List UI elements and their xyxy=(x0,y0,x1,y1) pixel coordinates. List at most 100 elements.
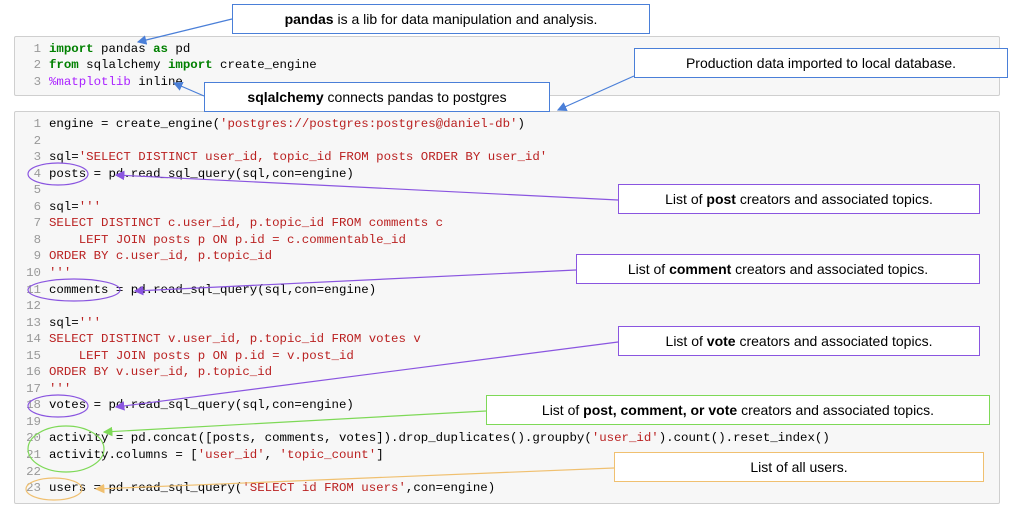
arrow-sqlalchemy xyxy=(172,81,205,97)
line-number: 2 xyxy=(33,133,41,148)
code-token: ORDER BY v.user_id, p.topic_id xyxy=(49,365,273,380)
code-token: SELECT DISTINCT v.user_id, p.topic_id FR… xyxy=(49,332,421,347)
code-token: SELECT DISTINCT c.user_id, p.topic_id FR… xyxy=(49,216,444,231)
code-token: ''' xyxy=(49,265,72,280)
circle-votes xyxy=(27,394,89,418)
annotation-activity: List of post, comment, or vote creators … xyxy=(486,395,990,425)
code-line[interactable]: 3 %matplotlib inline xyxy=(15,75,183,90)
code-line[interactable]: 10 ''' xyxy=(15,266,71,281)
code-line[interactable]: 21 activity.columns = ['user_id', 'topic_… xyxy=(15,448,384,463)
code-text: SELECT DISTINCT c.user_id, p.topic_id FR… xyxy=(49,216,443,231)
circle-activity xyxy=(27,425,105,473)
code-token: import xyxy=(167,58,213,73)
line-number: 3 xyxy=(33,150,41,165)
line-number: 23 xyxy=(26,481,41,496)
line-number: 5 xyxy=(33,183,41,198)
code-token: %matplotlib xyxy=(49,74,131,89)
code-token: create_engine xyxy=(212,58,317,73)
code-token: ] xyxy=(376,448,384,462)
arrow-pandas xyxy=(136,18,233,45)
code-token: pd xyxy=(168,42,191,56)
code-line[interactable]: 12 xyxy=(15,299,49,314)
code-token: 'topic_count' xyxy=(279,448,377,462)
code-token: import xyxy=(49,42,94,56)
code-text: %matplotlib inline xyxy=(49,75,183,90)
code-text: sql=''' xyxy=(49,316,101,331)
code-text: sql=''' xyxy=(49,200,101,215)
arrow-posts xyxy=(114,170,619,201)
code-line[interactable]: 13 sql=''' xyxy=(15,316,101,331)
code-token: engine = create_engine( xyxy=(49,117,221,131)
code-token: as xyxy=(153,42,168,56)
code-line[interactable]: 3 sql='SELECT DISTINCT user_id, topic_id … xyxy=(15,150,548,165)
code-token: , xyxy=(264,448,280,462)
code-token: sql= xyxy=(49,150,79,165)
circle-comments xyxy=(27,278,121,302)
code-token: 'SELECT DISTINCT user_id, topic_id FROM … xyxy=(78,150,548,165)
code-token: ''' xyxy=(78,199,102,214)
line-number: 10 xyxy=(26,265,41,280)
code-line[interactable]: 16 ORDER BY v.user_id, p.topic_id xyxy=(15,365,272,380)
annotation-posts: List of post creators and associated top… xyxy=(618,184,980,214)
code-token: ''' xyxy=(49,381,72,396)
code-text: votes = pd.read_sql_query(sql,con=engine… xyxy=(49,398,354,413)
code-token: LEFT JOIN posts p ON p.id = v.post_id xyxy=(49,348,354,363)
line-number: 3 xyxy=(33,74,41,89)
code-token: sql= xyxy=(49,315,79,330)
line-number: 22 xyxy=(26,464,41,479)
code-token: 'user_id' xyxy=(591,431,659,446)
line-number: 12 xyxy=(26,299,41,314)
arrow-production xyxy=(556,75,635,111)
code-line[interactable]: 17 ''' xyxy=(15,382,71,397)
line-number: 16 xyxy=(26,365,41,380)
code-text: ORDER BY v.user_id, p.topic_id xyxy=(49,365,272,380)
code-token: from xyxy=(49,58,79,73)
code-text: LEFT JOIN posts p ON p.id = c.commentabl… xyxy=(49,233,406,248)
code-token: ,con=engine) xyxy=(405,481,496,496)
code-line[interactable]: 19 xyxy=(15,415,49,430)
code-token: sqlalchemy xyxy=(78,58,168,73)
code-line[interactable]: 1 import pandas as pd xyxy=(15,42,191,57)
line-number: 17 xyxy=(26,381,41,396)
code-text: activity.columns = ['user_id', 'topic_co… xyxy=(49,448,384,463)
code-text: import pandas as pd xyxy=(49,42,190,57)
code-line[interactable]: 15 LEFT JOIN posts p ON p.id = v.post_id xyxy=(15,349,354,364)
code-text: engine = create_engine('postgres://postg… xyxy=(49,117,525,132)
annotation-sqlalchemy: sqlalchemy connects pandas to postgres xyxy=(204,82,550,112)
code-text: comments = pd.read_sql_query(sql,con=eng… xyxy=(49,283,376,298)
code-text: LEFT JOIN posts p ON p.id = v.post_id xyxy=(49,349,354,364)
line-number: 21 xyxy=(26,448,41,462)
line-number: 1 xyxy=(33,42,41,56)
code-token: sql= xyxy=(49,199,79,214)
code-line[interactable]: 22 xyxy=(15,465,49,480)
line-number: 6 xyxy=(33,199,41,214)
code-token: activity = pd.concat([posts, comments, v… xyxy=(49,431,592,446)
annotation-users: List of all users. xyxy=(614,452,984,482)
annotation-pandas: pandas is a lib for data manipulation an… xyxy=(232,4,650,34)
code-text: from sqlalchemy import create_engine xyxy=(49,58,317,73)
arrow-activity xyxy=(102,410,487,437)
line-number: 13 xyxy=(26,315,41,330)
code-line[interactable]: 8 LEFT JOIN posts p ON p.id = c.commenta… xyxy=(15,233,406,248)
annotation-votes: List of vote creators and associated top… xyxy=(618,326,980,356)
code-line[interactable]: 5 xyxy=(15,183,49,198)
code-text: ''' xyxy=(49,382,71,397)
line-number: 8 xyxy=(33,232,41,247)
code-line[interactable]: 6 sql=''' xyxy=(15,199,102,215)
arrow-users xyxy=(94,467,615,494)
code-text: sql='SELECT DISTINCT user_id, topic_id F… xyxy=(49,150,547,165)
code-line[interactable]: 2 xyxy=(15,134,49,149)
code-token: inline xyxy=(130,74,183,89)
code-token: ) xyxy=(517,117,525,131)
code-token: pandas xyxy=(93,42,154,56)
